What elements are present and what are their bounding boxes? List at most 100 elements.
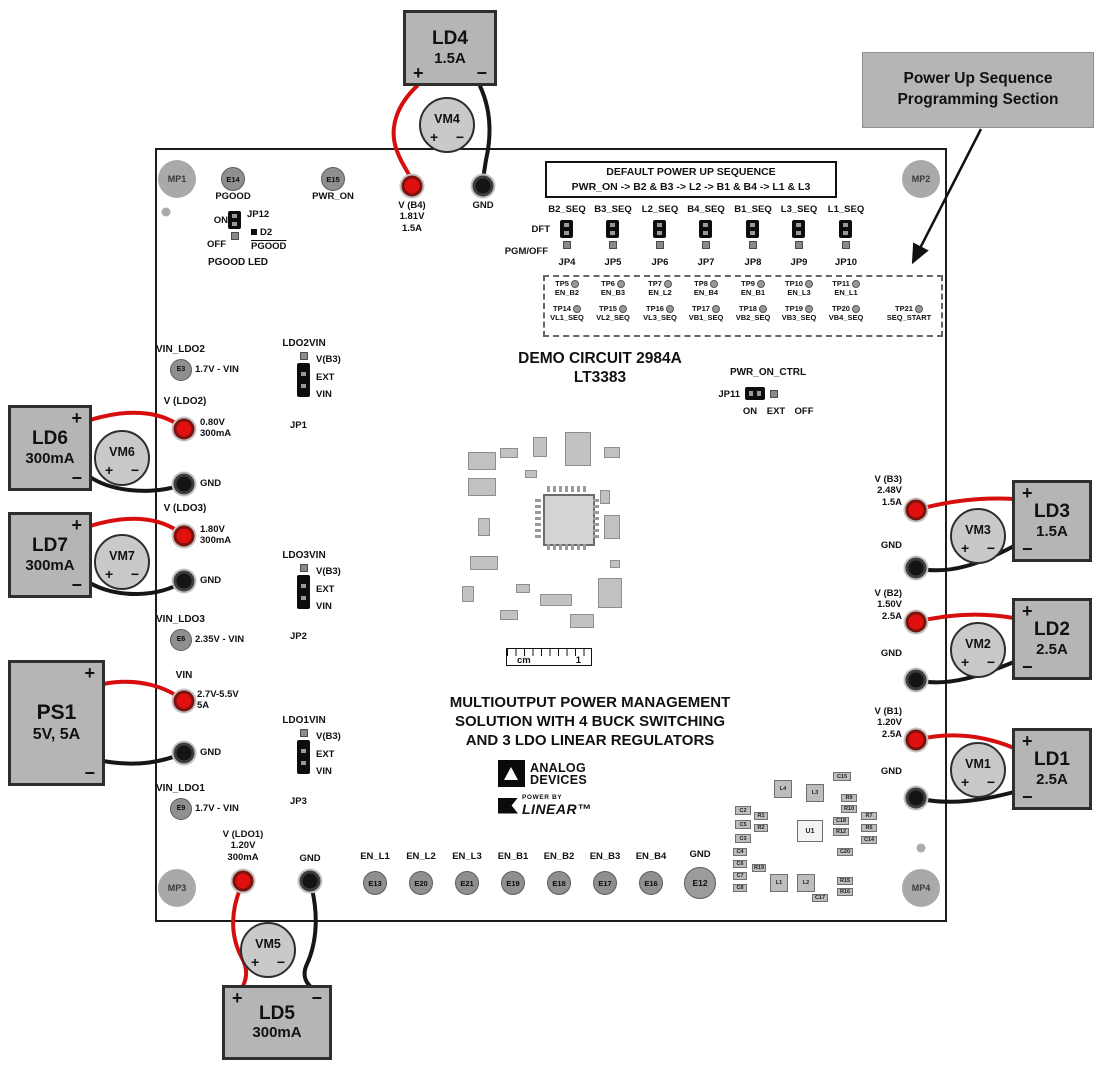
en-l3-label: EN_L3 bbox=[452, 851, 482, 862]
e6-range: 2.35V - VIN bbox=[195, 634, 245, 645]
d2-led-label: D2 bbox=[251, 227, 291, 238]
vin-label: VIN bbox=[175, 670, 193, 681]
lt-logo-icon bbox=[498, 797, 518, 814]
pcb-footprint bbox=[598, 578, 622, 608]
pgood-led-label: PGOOD LED bbox=[207, 257, 268, 268]
e9-range: 1.7V - VIN bbox=[195, 803, 239, 814]
seq-header-b2: B2_SEQ bbox=[548, 204, 586, 215]
gnd-b4-terminal bbox=[472, 175, 494, 197]
ldo1vin-label: LDO1VIN bbox=[282, 715, 326, 726]
v-ldo2-label: V (LDO2) bbox=[163, 396, 207, 407]
gnd-ldo3-label: GND bbox=[200, 575, 222, 586]
ld7-minus-sign: − bbox=[71, 575, 82, 595]
jp7-label: JP7 bbox=[697, 257, 715, 268]
ldo3vin-label: LDO3VIN bbox=[282, 550, 326, 561]
jp11-off-label: OFF bbox=[794, 406, 814, 417]
jp2-pin2-label: EXT bbox=[316, 584, 335, 595]
jp1-label: JP1 bbox=[290, 420, 307, 431]
pcb-footprint bbox=[462, 586, 474, 602]
component-l3: L3 bbox=[806, 784, 824, 802]
seq-header-b1: B1_SEQ bbox=[734, 204, 772, 215]
component-c4: C4 bbox=[733, 848, 747, 856]
vm4-plus-sign: + bbox=[430, 129, 439, 145]
load-ld3: + − LD3 1.5A bbox=[1012, 480, 1092, 562]
gnd-e12-label: GND bbox=[689, 849, 711, 860]
ld1-minus-sign: − bbox=[1022, 787, 1033, 807]
gnd-ldo2-terminal bbox=[173, 473, 195, 495]
component-c8: C8 bbox=[733, 884, 747, 892]
jp12-label: JP12 bbox=[247, 209, 270, 220]
voltmeter-vm2: VM2 + − bbox=[950, 622, 1006, 678]
pcb-footprint bbox=[478, 518, 490, 536]
board-title: DEMO CIRCUIT 2984A LT3383 bbox=[518, 350, 682, 386]
seq-jumper-jp8 bbox=[746, 220, 760, 249]
programming-section-outline bbox=[543, 275, 943, 337]
turret-e6: E6 bbox=[170, 629, 192, 651]
jp1-jumper bbox=[296, 352, 311, 397]
v-b4-terminal bbox=[401, 175, 423, 197]
pcb-footprint bbox=[525, 470, 537, 478]
ic-pins-right bbox=[593, 498, 599, 538]
turret-e18: E18 bbox=[547, 871, 571, 895]
v-ldo2-terminal bbox=[173, 418, 195, 440]
ps1-plus-sign: + bbox=[84, 663, 95, 683]
turret-e20: E20 bbox=[409, 871, 433, 895]
turret-e16: E16 bbox=[639, 871, 663, 895]
load-ld5: + − LD5 300mA bbox=[222, 985, 332, 1060]
vm6-minus-sign: − bbox=[130, 462, 139, 478]
jp11-shunt bbox=[745, 387, 765, 400]
ic-pins-bottom bbox=[547, 544, 587, 550]
component-r6: R6 bbox=[861, 824, 877, 832]
vm7-plus-sign: + bbox=[105, 566, 114, 582]
load-ld2: + − LD2 2.5A bbox=[1012, 598, 1092, 680]
gnd-b2-label: GND bbox=[880, 648, 902, 659]
jp11-on-label: ON bbox=[742, 406, 758, 417]
ld4-name: LD4 bbox=[432, 28, 468, 50]
ruler-mark: 1 bbox=[575, 655, 581, 666]
banner-line2: PWR_ON -> B2 & B3 -> L2 -> B1 & B4 -> L1… bbox=[571, 180, 811, 193]
ld7-plus-sign: + bbox=[71, 515, 82, 535]
gnd-ldo2-label: GND bbox=[200, 478, 222, 489]
mount-post-mp4: MP4 bbox=[902, 869, 940, 907]
vm5-plus-sign: + bbox=[251, 954, 260, 970]
gnd-b3-label: GND bbox=[880, 540, 902, 551]
ld1-plus-sign: + bbox=[1022, 731, 1033, 751]
vm6-plus-sign: + bbox=[105, 462, 114, 478]
callout-line2: Programming Section bbox=[897, 91, 1059, 108]
seq-header-l3: L3_SEQ bbox=[780, 204, 818, 215]
ic-chip-graphic bbox=[543, 494, 595, 546]
seq-jumper-jp7 bbox=[699, 220, 713, 249]
d2-led-icon bbox=[251, 229, 257, 235]
pwr-on-ctrl-title: PWR_ON_CTRL bbox=[729, 367, 807, 378]
turret-e15: E15 bbox=[321, 167, 345, 191]
gnd-b4-label: GND bbox=[472, 200, 494, 211]
component-r2: R2 bbox=[754, 824, 768, 832]
ld2-plus-sign: + bbox=[1022, 601, 1033, 621]
component-l4: L4 bbox=[774, 780, 792, 798]
ld2-minus-sign: − bbox=[1022, 657, 1033, 677]
pcb-footprint bbox=[470, 556, 498, 570]
pcb-footprint bbox=[500, 448, 518, 458]
jp12-shunt bbox=[228, 211, 241, 229]
jp3-pin3-label: VIN bbox=[316, 766, 332, 777]
component-r10: R10 bbox=[841, 805, 857, 813]
jp11-pin bbox=[770, 389, 778, 398]
board-dot bbox=[916, 843, 926, 853]
gnd-vin-terminal bbox=[173, 742, 195, 764]
jp12-on-label: ON bbox=[213, 215, 228, 226]
ic-pins-left bbox=[535, 498, 541, 538]
component-c7: C7 bbox=[733, 872, 747, 880]
component-l1: L1 bbox=[770, 874, 788, 892]
turret-e14: E14 bbox=[221, 167, 245, 191]
pcb-footprint bbox=[500, 610, 518, 620]
power-up-sequence-banner: DEFAULT POWER UP SEQUENCE PWR_ON -> B2 &… bbox=[545, 161, 837, 199]
jp3-pin1-label: V(B3) bbox=[316, 731, 341, 742]
jp2-label: JP2 bbox=[290, 631, 307, 642]
seq-jumper-jp5 bbox=[606, 220, 620, 249]
